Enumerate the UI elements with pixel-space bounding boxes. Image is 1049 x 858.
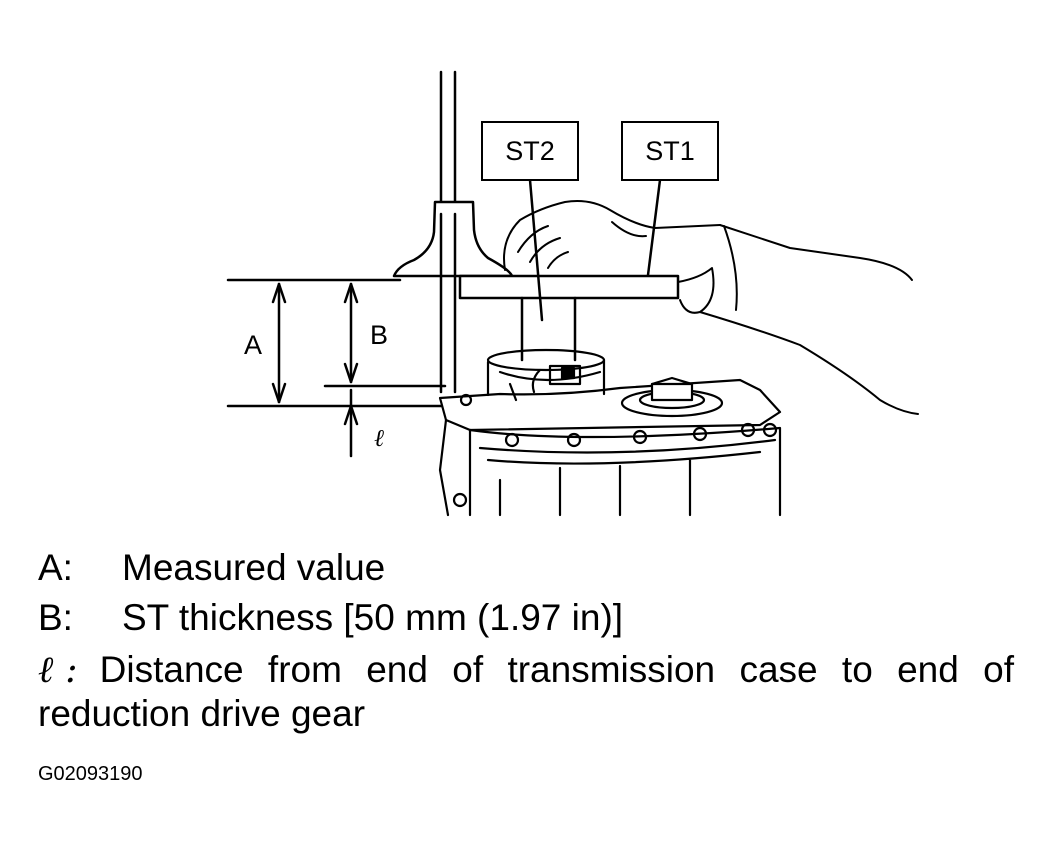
callout-st2: ST2 — [481, 121, 579, 181]
diagram-figure: ST2 ST1 A B ℓ — [226, 70, 919, 517]
legend-text-a: Measured value — [122, 547, 386, 588]
st1-plate — [458, 274, 680, 300]
dimension-l-label: ℓ — [374, 424, 384, 452]
depth-gauge-base — [392, 200, 514, 278]
legend-key-a: A: — [38, 547, 73, 588]
dimension-b-label: B — [370, 320, 388, 350]
legend-item-a: A: Measured value — [38, 546, 1014, 590]
callout-st1-label: ST1 — [645, 136, 695, 166]
transmission-case — [438, 348, 782, 517]
dimension-a-label: A — [244, 330, 262, 360]
dimension-a-arrow — [271, 282, 287, 404]
dimension-b-arrow — [343, 282, 359, 384]
callout-st2-label: ST2 — [505, 136, 555, 166]
hand-sleeve — [503, 200, 919, 415]
legend-key-l: ℓ : — [38, 648, 78, 691]
legend-text-l: Distance from end of transmission case t… — [38, 649, 1014, 734]
extension-lines — [226, 278, 447, 408]
figure-code: G02093190 — [38, 763, 143, 785]
legend-key-b: B: — [38, 597, 73, 638]
legend-item-l: ℓ :Distance from end of transmission cas… — [38, 648, 1014, 736]
dimension-l-arrow — [343, 388, 359, 458]
legend-item-b: B: ST thickness [50 mm (1.97 in)] — [38, 596, 1014, 640]
callout-st1: ST1 — [621, 121, 719, 181]
st2-tool — [520, 296, 577, 362]
legend-text-b: ST thickness [50 mm (1.97 in)] — [122, 597, 624, 638]
